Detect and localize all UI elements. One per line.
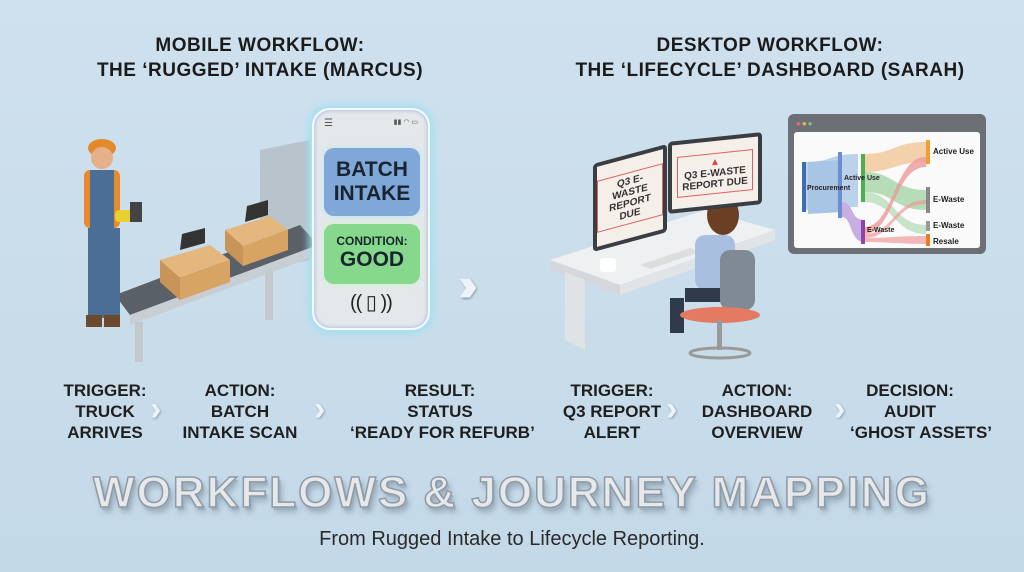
sankey-node-label: Active Use [933,147,974,156]
mug [600,258,616,272]
warning-icon: ▲ [710,155,720,169]
chevron-right-icon: › [314,390,326,428]
title-line: DESKTOP WORKFLOW: [656,35,884,56]
mobile-workflow-title: MOBILE WORKFLOW: THE ‘RUGGED’ INTAKE (MA… [60,33,460,83]
sankey-node-label: Procurement [807,185,851,192]
main-title: WORKFLOWS & JOURNEY MAPPING [92,467,931,518]
sankey-node-label: E-Waste [933,195,965,204]
title-line: THE ‘LIFECYCLE’ DASHBOARD (SARAH) [575,60,965,81]
person-sarah [670,195,760,360]
lifecycle-dashboard-window: ●●● Procurement Active Use E-Waste Activ… [788,114,986,254]
menu-icon[interactable]: ☰ [324,118,333,129]
label: BATCH [336,158,408,181]
condition-status[interactable]: CONDITION: GOOD [324,224,420,284]
window-controls[interactable]: ●●● [796,119,814,128]
sankey-node-label: Active Use [844,175,880,182]
status-icons: ▮▮ ◠ ▭ [393,119,418,126]
chevron-right-icon: › [150,390,162,428]
sankey-node-label: Resale [933,237,959,246]
title-line: THE ‘RUGGED’ INTAKE (MARCUS) [96,60,424,81]
box-with-laptop [225,200,288,266]
sankey-node-label: E-Waste [933,221,965,230]
sankey-node-label: E-Waste [867,227,894,234]
box-with-laptop [160,228,230,300]
step-decision-audit: DECISION:AUDIT‘GHOST ASSETS’ [850,381,993,442]
phone-vibrate-icon: (( ▯ )) [350,292,393,314]
condition-value: GOOD [339,248,405,271]
worker-marcus [84,139,142,327]
condition-label: CONDITION: [336,234,408,248]
title-line: MOBILE WORKFLOW: [155,35,365,56]
step-result-status: RESULT:STATUS‘READY FOR REFURB’ [350,381,535,442]
label: INTAKE [333,182,411,205]
keyboard [640,248,700,269]
transition-chevrons-icon: ››› [458,259,478,312]
batch-intake-button[interactable]: BATCH INTAKE [324,148,420,216]
desktop-workflow-title: DESKTOP WORKFLOW: THE ‘LIFECYCLE’ DASHBO… [540,33,1000,83]
chevron-right-icon: › [834,390,846,428]
subtitle: From Rugged Intake to Lifecycle Reportin… [319,528,705,550]
chevron-right-icon: › [666,390,678,428]
warehouse-intake-illustration [84,139,318,362]
mobile-phone: ☰ ▮▮ ◠ ▭ BATCH INTAKE CONDITION: GOOD ((… [312,108,430,330]
desk-illustration [550,195,775,360]
sankey-chart: Procurement Active Use E-Waste Active Us… [794,132,980,248]
